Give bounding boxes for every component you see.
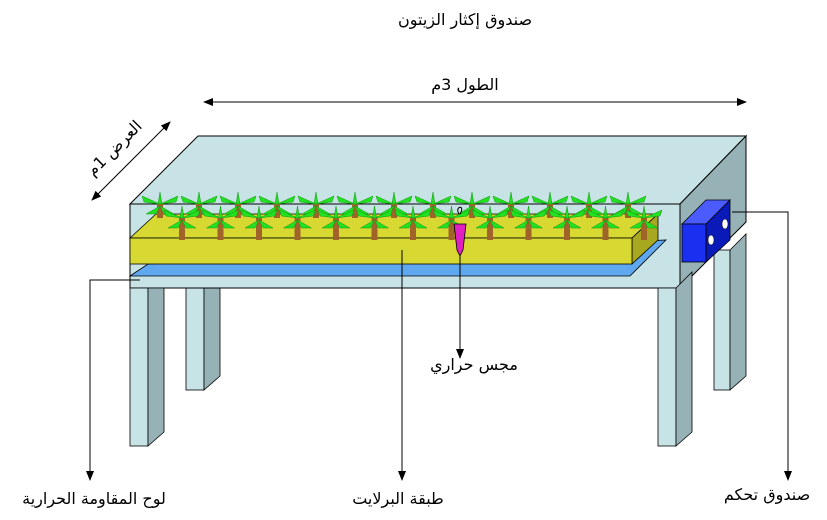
back-legs xyxy=(185,233,747,391)
heating-board-label: لوح المقاومة الحرارية xyxy=(22,489,166,509)
control-box-label: صندوق تحكم xyxy=(724,485,810,505)
olive-seedling xyxy=(375,191,413,218)
front-legs xyxy=(129,271,693,447)
olive-seedling xyxy=(141,191,179,218)
olive-seedling xyxy=(548,205,586,240)
sensor-label: مجس حراري xyxy=(430,355,518,375)
heating-board-leader xyxy=(86,279,140,481)
box-top-face xyxy=(128,135,748,205)
olive-seedling xyxy=(336,191,374,218)
diagram-title: صندوق إكثار الزيتون xyxy=(398,10,532,30)
control-box-leader xyxy=(732,211,792,481)
olive-seedling xyxy=(163,205,201,240)
olive-seedling xyxy=(202,205,239,240)
olive-seedlings xyxy=(141,191,663,240)
control-box xyxy=(681,199,731,263)
olive-seedling xyxy=(625,205,663,240)
perlite-layer-label: طبقة البرلايت xyxy=(352,489,444,509)
olive-seedling xyxy=(240,205,278,240)
olive-seedling xyxy=(510,205,547,240)
olive-seedling xyxy=(394,205,432,240)
olive-seedling xyxy=(279,205,316,240)
olive-seedling xyxy=(471,205,509,240)
olive-seedling xyxy=(356,205,393,240)
width-label: العرض 1م xyxy=(83,117,147,181)
perlite-layer xyxy=(128,213,660,265)
length-label: الطول 3م xyxy=(431,75,499,95)
olive-seedling xyxy=(587,205,624,240)
width-dimension-arrow xyxy=(91,121,171,201)
olive-seedling xyxy=(317,205,355,240)
temperature-sensor xyxy=(453,206,467,257)
